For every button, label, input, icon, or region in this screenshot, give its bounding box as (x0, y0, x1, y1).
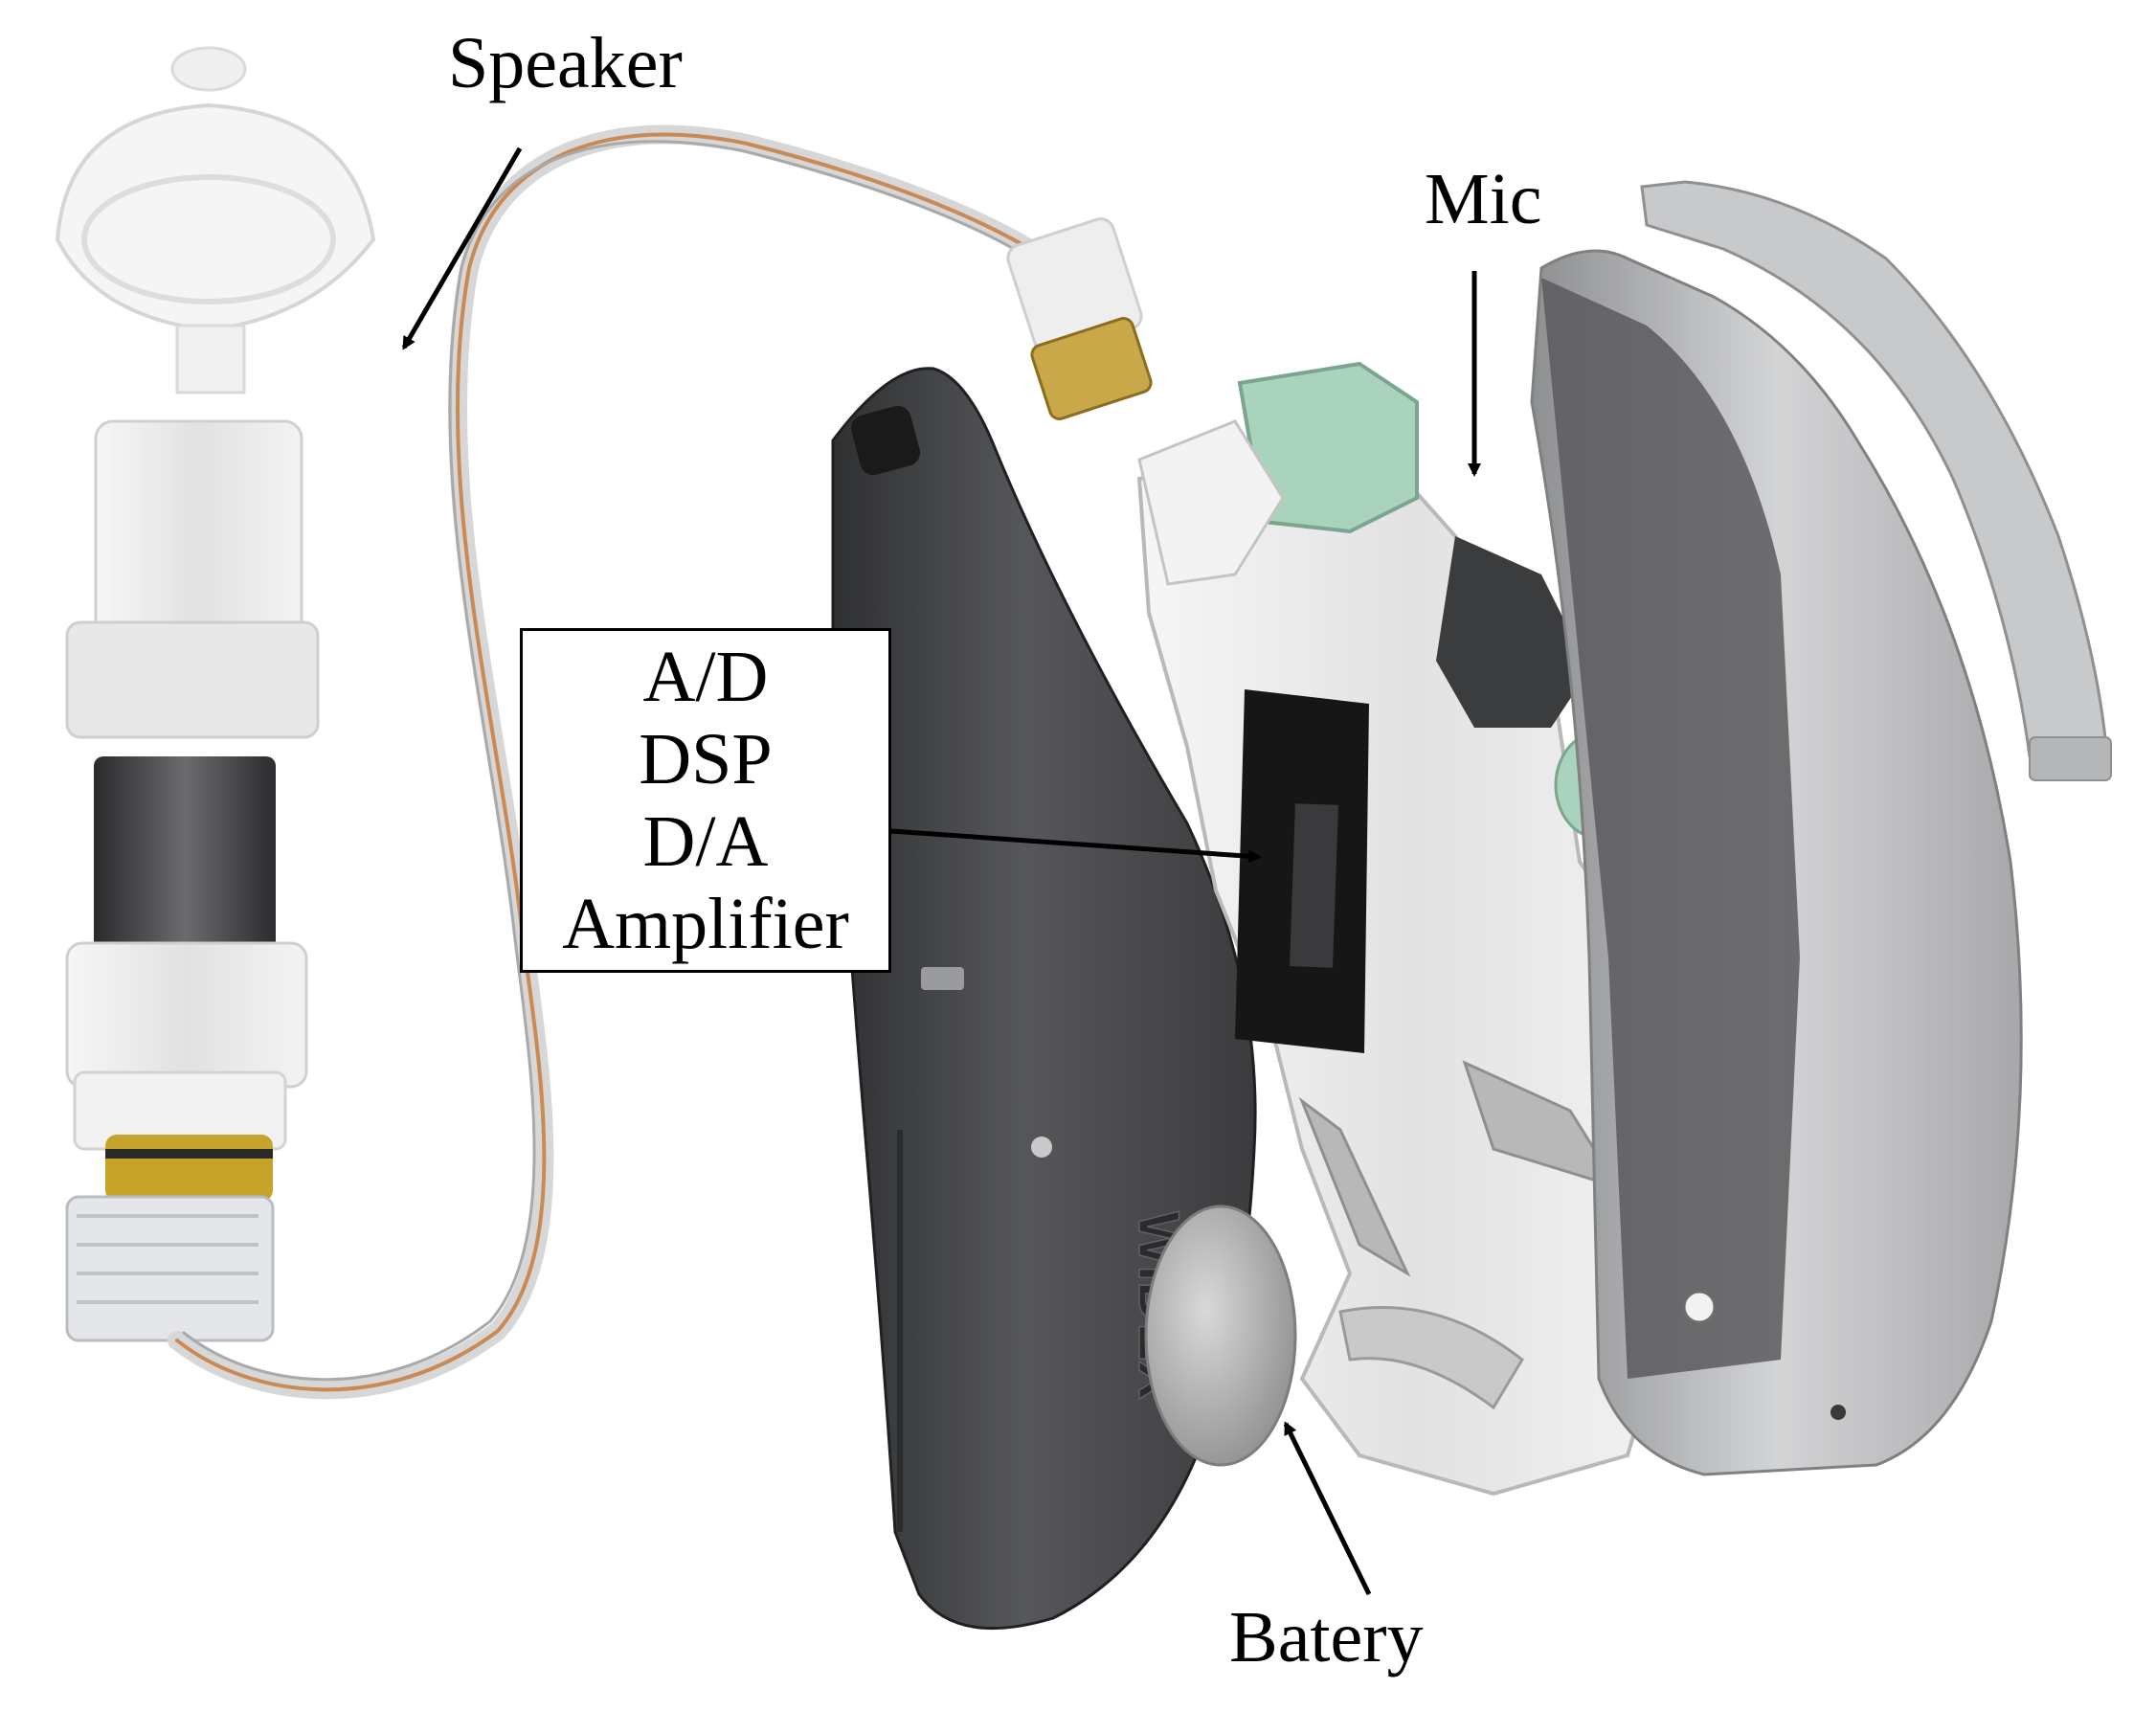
silver-shell (1530, 249, 2023, 1476)
receiver-assembly (55, 46, 376, 1342)
box-line-dsp: DSP (639, 719, 773, 799)
processor-label-box: A/D DSP D/A Amplifier (520, 628, 891, 973)
battery-arrow (1283, 1421, 1372, 1596)
processor-arrow (890, 828, 1262, 864)
battery (1144, 1204, 1297, 1467)
circuit-board (1235, 689, 1369, 1053)
battery-label: Batery (1229, 1597, 1424, 1677)
box-line-da: D/A (642, 801, 769, 882)
battery-door-cover (1640, 180, 2112, 781)
receiver-core (94, 756, 276, 967)
receiver-wire (168, 124, 1087, 1400)
receiver-lower-housing (65, 941, 308, 1089)
speaker-arrow (401, 146, 523, 350)
wire-plug (1006, 217, 1153, 420)
box-line-ad: A/D (642, 637, 769, 717)
mic-label: Mic (1425, 159, 1542, 239)
box-line-amplifier: Amplifier (562, 884, 849, 964)
speaker-label: Speaker (448, 23, 683, 103)
receiver-connector (65, 1135, 275, 1342)
ear-dome (55, 46, 376, 394)
